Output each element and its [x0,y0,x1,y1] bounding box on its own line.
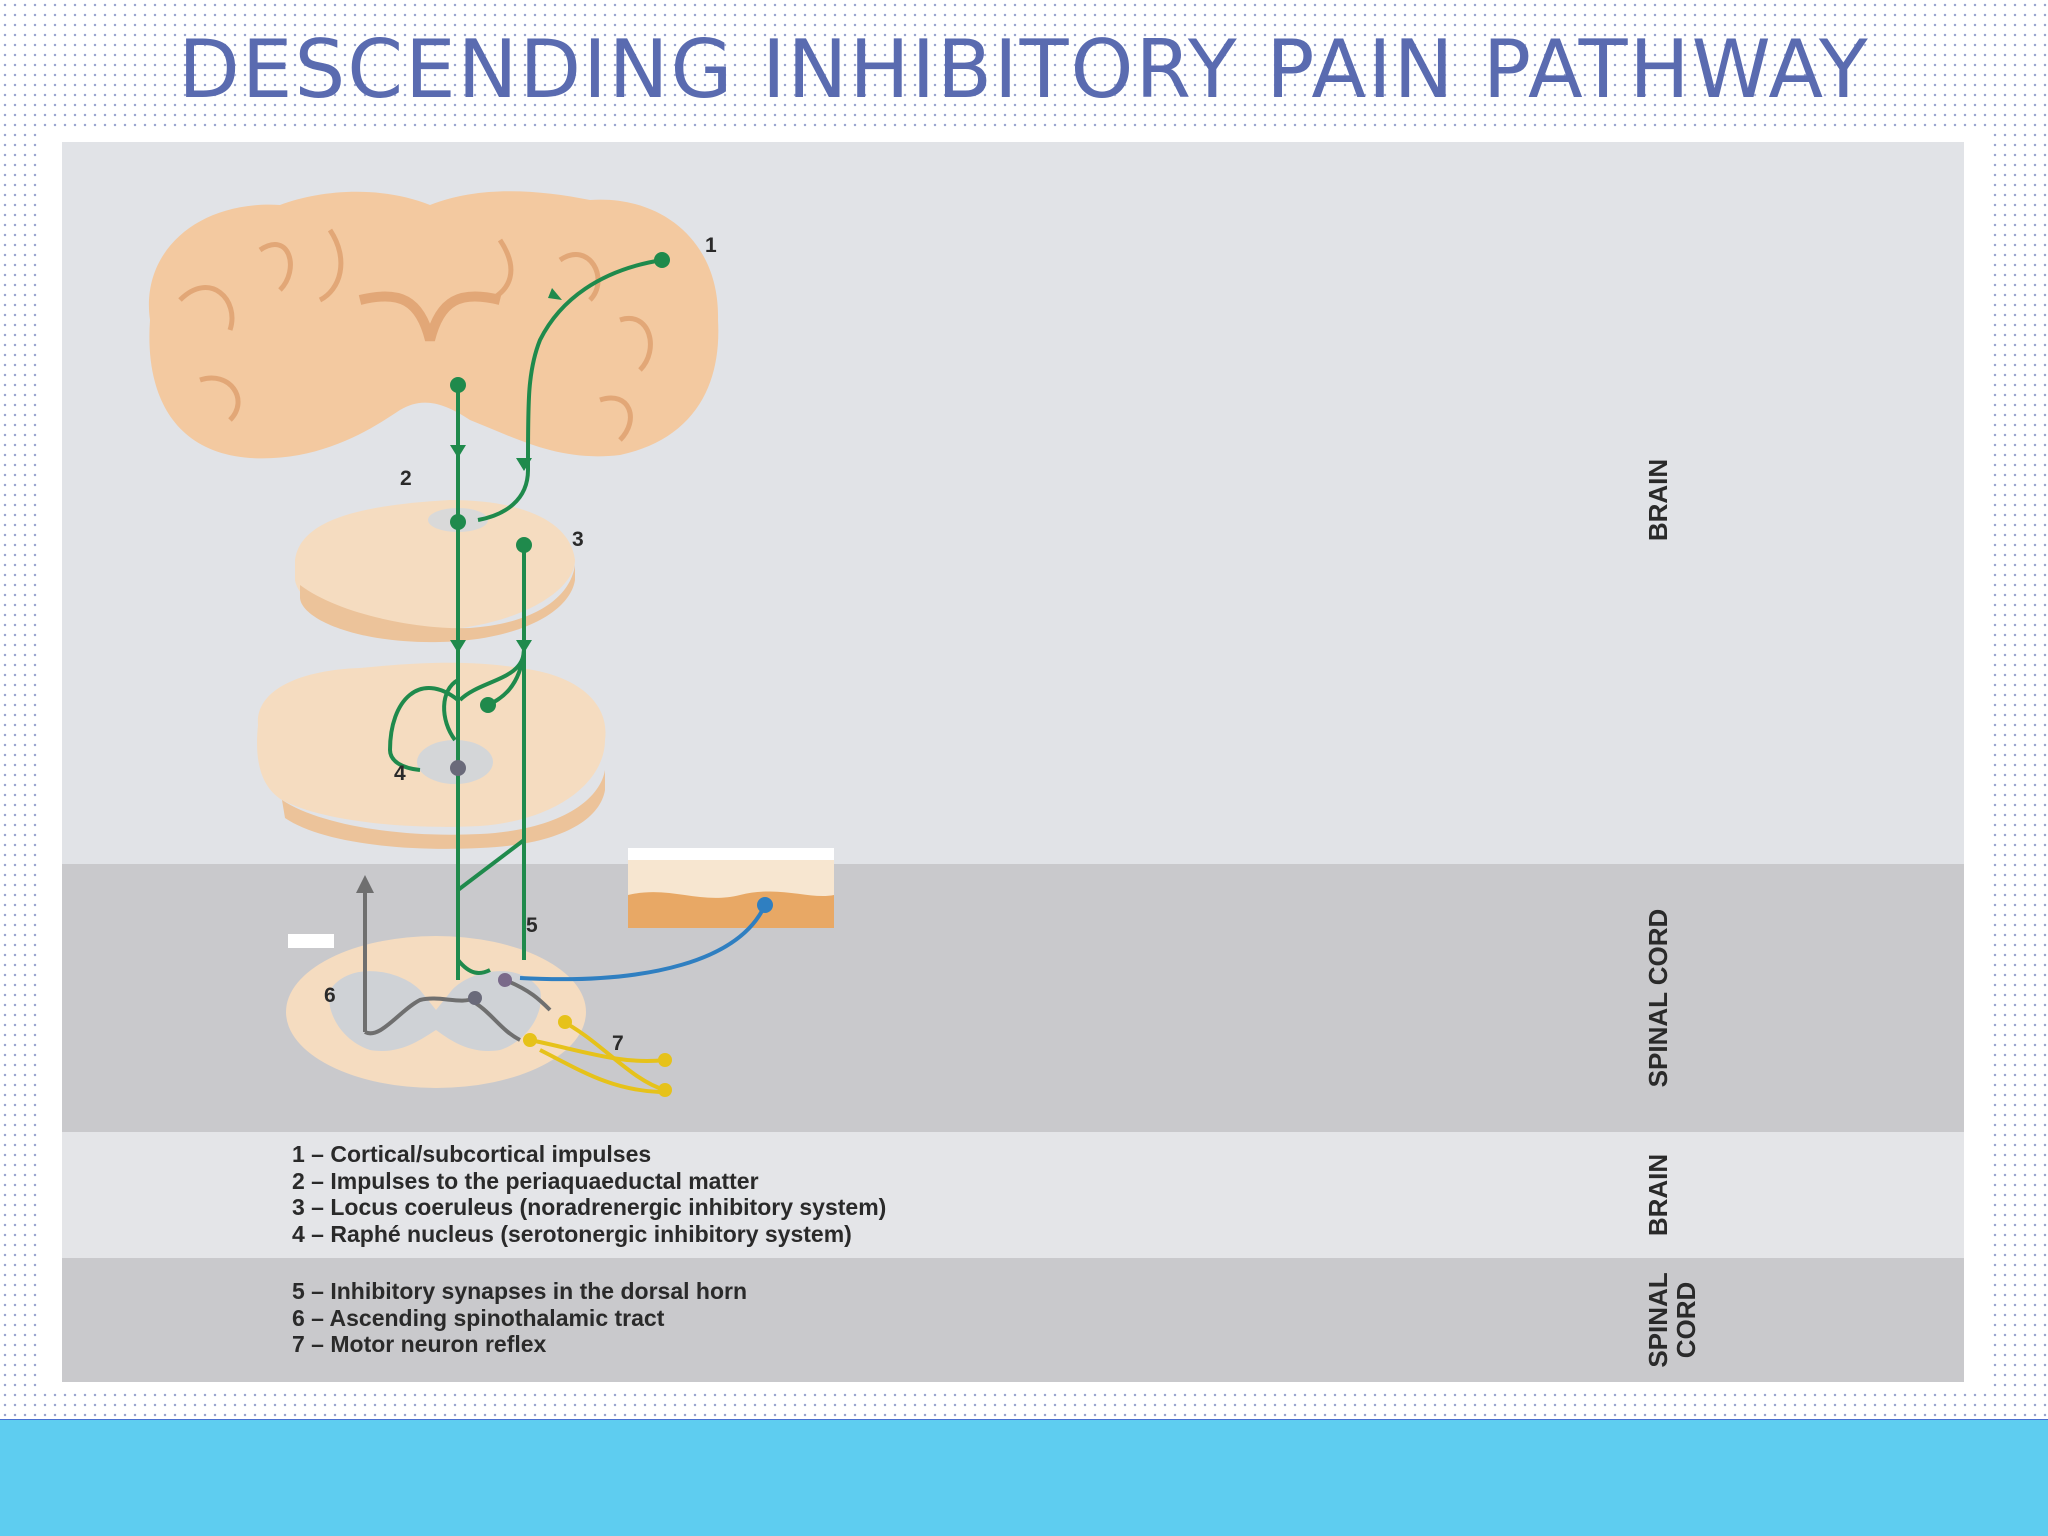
legend-item: 3 – Locus coeruleus (noradrenergic inhib… [292,1194,887,1220]
pons-slice [257,662,606,849]
motor-neurons [523,1015,672,1097]
legend-label-spinal-line1: SPINAL [1643,1272,1673,1368]
motor-reflex-fibers [529,1018,666,1094]
marker-2: 2 [400,467,412,490]
marker-4: 4 [394,762,406,785]
slide-title: DESCENDING INHIBITORY PAIN PATHWAY [178,23,1870,116]
brain-cross-section [148,191,719,459]
legend-item: 6 – Ascending spinothalamic tract [292,1304,665,1331]
legend-brain-panel [62,1132,1964,1258]
marker-6: 6 [324,984,336,1007]
pathway-arrows [450,288,562,653]
afferent-receptor [757,897,773,913]
marker-1: 1 [705,234,717,257]
marker-3: 3 [572,528,584,551]
region-label-spinal-cord: SPINAL CORD [1643,908,1673,1088]
legend-label-spinal-line2: CORD [1671,1281,1701,1359]
marker-7: 7 [612,1032,624,1055]
region-label-brain: BRAIN [1643,458,1673,542]
legend-brain: 1 – Cortical/subcortical impulses 2 – Im… [292,1141,886,1247]
dorsal-horn-neuron-grey [468,991,482,1005]
ascending-arrow [356,875,374,893]
legend-spinal-cord: 5 – Inhibitory synapses in the dorsal ho… [292,1278,747,1358]
legend-item: 5 – Inhibitory synapses in the dorsal ho… [292,1278,747,1304]
legend-item: 7 – Motor neuron reflex [292,1331,547,1357]
marker-5: 5 [526,914,538,937]
raphe-neuron [450,760,466,776]
midbrain-slice [295,500,575,643]
legend-item: 1 – Cortical/subcortical impulses [292,1141,652,1167]
legend-spinal-panel [62,1258,1964,1382]
legend-item: 2 – Impulses to the periaquaeductal matt… [292,1167,759,1194]
dorsal-horn-neuron-purple [498,973,512,987]
legend-item: 4 – Raphé nucleus (serotonergic inhibito… [292,1220,852,1247]
afferent-fiber [519,904,767,982]
footer-bar [0,1420,2048,1536]
spinal-cord-section [286,934,586,1088]
skin-section [628,848,834,928]
legend-label-spinal-cord: SPINAL CORD [1643,1272,1701,1368]
legend-label-brain: BRAIN [1643,1153,1673,1237]
pathway-neurons [450,252,670,713]
